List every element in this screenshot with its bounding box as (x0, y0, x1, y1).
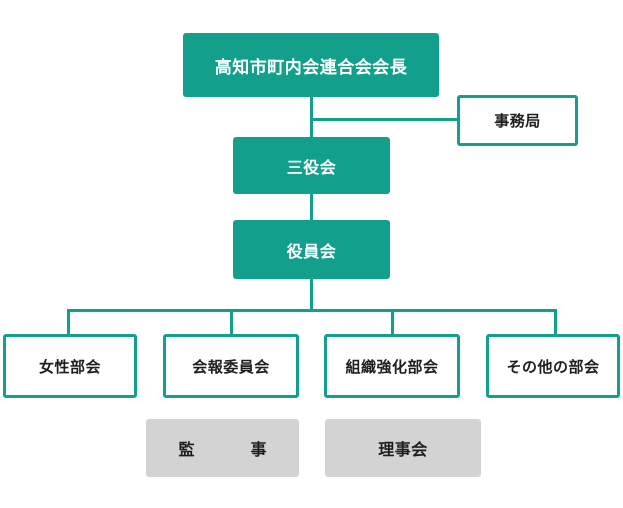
division-box: その他の部会 (486, 334, 620, 398)
connector-officers-to-board (310, 193, 313, 221)
connector-drop-division-2 (230, 309, 233, 335)
chairman-box: 高知市町内会連合会会長 (183, 33, 439, 97)
division-box: 組織強化部会 (324, 334, 460, 398)
auditor-label: 監 事 (178, 440, 287, 459)
connector-board-to-divisions (310, 278, 313, 311)
three-officers-box: 三役会 (233, 137, 390, 194)
chairman-label: 高知市町内会連合会会長 (214, 57, 408, 78)
secretariat-label: 事務局 (494, 112, 541, 130)
connector-division-bar (67, 309, 557, 312)
division-box: 会報委員会 (163, 334, 299, 398)
connector-drop-division-1 (67, 309, 70, 335)
division-label: その他の部会 (506, 357, 600, 376)
board-box: 役員会 (233, 220, 390, 279)
board-label: 役員会 (286, 241, 337, 261)
division-box: 女性部会 (3, 334, 137, 398)
connector-drop-division-4 (554, 309, 557, 335)
connector-to-secretariat (310, 118, 460, 121)
connector-chairman-to-officers (310, 96, 313, 138)
connector-drop-division-3 (391, 309, 394, 335)
secretariat-box: 事務局 (457, 95, 578, 146)
division-label: 会報委員会 (192, 357, 270, 376)
directors-council-label: 理事会 (378, 440, 428, 459)
three-officers-label: 三役会 (286, 157, 337, 177)
division-label: 女性部会 (38, 357, 101, 376)
directors-council-box: 理事会 (325, 419, 481, 477)
auditor-box: 監 事 (146, 419, 299, 477)
division-label: 組織強化部会 (345, 357, 439, 376)
